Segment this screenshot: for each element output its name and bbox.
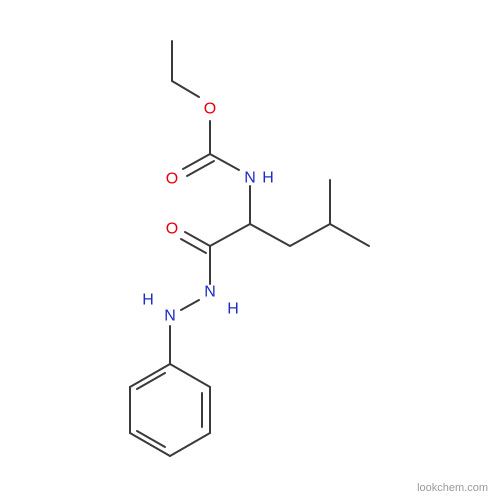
nitrogen-carbamate-label: N — [244, 170, 256, 187]
bonds — [129, 40, 370, 457]
bond-ring-4 — [129, 432, 171, 457]
bond-n-n — [180, 299, 200, 311]
bond-ring-6 — [129, 363, 171, 388]
hydrogen-carbamate-label: H — [262, 170, 274, 187]
bond-carbonyl-double-a — [182, 153, 211, 170]
hydrogen-anilino-label: H — [142, 292, 154, 309]
hydrogen-hydrazide-label: H — [227, 301, 239, 318]
bond-alpha-c-amide-c — [209, 223, 251, 247]
bond-ch-ch3-right — [329, 223, 370, 247]
watermark-text: lookchem.com — [417, 482, 488, 494]
bond-ring-1 — [169, 363, 211, 388]
bond-alpha-c-ch2 — [249, 223, 291, 247]
bond-ring-inner-2 — [136, 430, 166, 448]
bond-ch2-o-ester — [171, 80, 200, 98]
bond-ring-inner-3 — [136, 372, 166, 390]
bond-carbonyl-double-b — [186, 160, 215, 177]
bond-carbonyl-c-n — [209, 153, 240, 171]
nitrogen-hydrazide-label: N — [204, 284, 216, 301]
atom-labels: O O N H O N H H N — [142, 101, 274, 325]
oxygen-amide-label: O — [166, 221, 178, 238]
bond-ring-3 — [169, 432, 211, 457]
oxygen-carbonyl-label: O — [166, 171, 178, 188]
bond-amide-double-a — [184, 231, 211, 247]
bond-amide-double-b — [180, 238, 207, 254]
bond-ch2-ch — [289, 223, 331, 247]
oxygen-ester-label: O — [204, 101, 216, 118]
nitrogen-anilino-label: N — [164, 308, 176, 325]
